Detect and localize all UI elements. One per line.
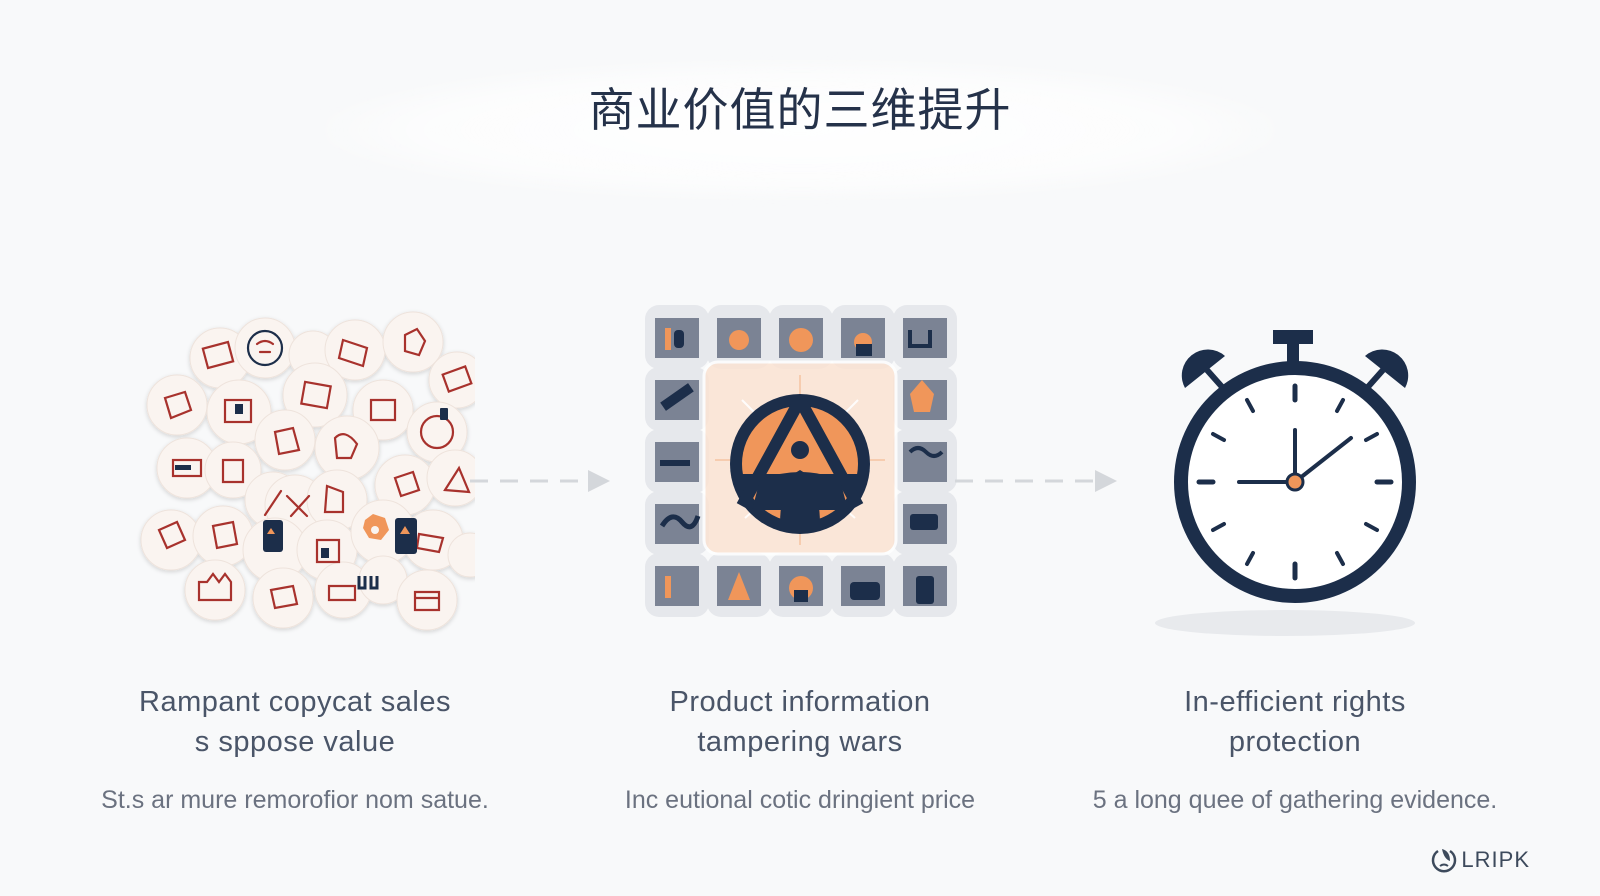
column-tampering: Product information tampering wars Inc e… — [590, 300, 1010, 815]
column-heading: Rampant copycat sales s sppose value — [139, 686, 451, 758]
brand-logo: LRIPK — [1430, 846, 1530, 874]
flow-arrow-icon — [470, 466, 615, 496]
logo-mark-icon — [1432, 849, 1457, 873]
column-copycat: Rampant copycat sales s sppose value St.… — [85, 300, 505, 815]
column-rights-protection: In-efficient rights protection 5 a long … — [1085, 300, 1505, 815]
stopwatch-shadow — [1155, 610, 1415, 636]
tampering-grid-icon — [620, 300, 980, 640]
copycat-badges-icon — [115, 300, 493, 640]
slide-title: 商业价值的三维提升 — [588, 83, 1012, 137]
logo-text: LRIPK — [1461, 847, 1530, 872]
column-subtext: 5 a long quee of gathering evidence. — [1092, 786, 1498, 814]
column-heading: Product information tampering wars — [669, 686, 931, 758]
ghost-heading-backdrop — [320, 60, 1280, 200]
column-subtext: St.s ar mure remorofior nom satue. — [101, 786, 489, 814]
flow-arrow-icon — [955, 466, 1125, 496]
stopwatch-icon — [1115, 300, 1475, 640]
column-heading: In-efficient rights protection — [1184, 686, 1406, 758]
column-subtext: Inc eutional cotic dringient price — [624, 786, 976, 814]
